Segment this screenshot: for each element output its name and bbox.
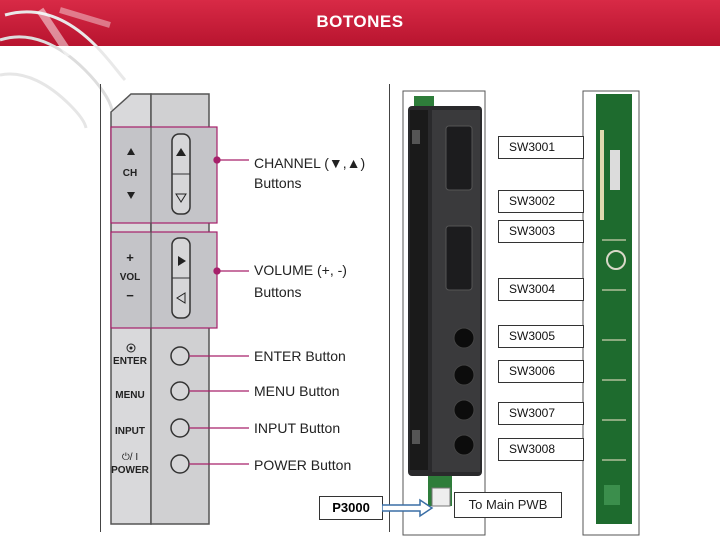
header-bar <box>0 0 720 46</box>
page-title: BOTONES <box>316 12 404 31</box>
vol-minus-label: − <box>126 288 134 303</box>
connector-arrow <box>382 498 434 518</box>
logo-swoosh <box>0 7 127 129</box>
switch-label-sw3006: SW3006 <box>498 360 584 383</box>
connector-label: P3000 <box>319 496 383 520</box>
switch-label-sw3003: SW3003 <box>498 220 584 243</box>
channel-callout-line2: Buttons <box>254 175 302 191</box>
switch-label-sw3001: SW3001 <box>498 136 584 159</box>
remote-panel-drawing <box>110 93 249 525</box>
to-main-pwb-label: To Main PWB <box>454 492 562 518</box>
vol-plus-label: + <box>126 250 134 265</box>
power-label: POWER <box>111 465 149 476</box>
ch-label: CH <box>122 168 138 179</box>
power-symbol-label: ⏻/ I <box>121 452 139 463</box>
switch-label-sw3008: SW3008 <box>498 438 584 461</box>
switch-label-sw3002: SW3002 <box>498 190 584 213</box>
enter-callout: ENTER Button <box>254 348 346 364</box>
menu-callout: MENU Button <box>254 383 340 399</box>
enter-label: ENTER <box>113 356 147 367</box>
volume-callout-line1: VOLUME (+, -) <box>254 262 347 278</box>
keypad-pcb-back <box>582 90 640 536</box>
input-label: INPUT <box>115 426 145 437</box>
keypad-board-front <box>402 90 486 536</box>
input-callout: INPUT Button <box>254 420 341 436</box>
switch-label-sw3007: SW3007 <box>498 402 584 425</box>
menu-label: MENU <box>115 390 145 401</box>
remote-panel-frame <box>100 84 390 532</box>
power-callout: POWER Button <box>254 457 352 473</box>
volume-callout-line2: Buttons <box>254 284 302 300</box>
vol-label: VOL <box>119 272 141 283</box>
switch-label-sw3004: SW3004 <box>498 278 584 301</box>
channel-callout-line1: CHANNEL (▼,▲) <box>254 155 366 171</box>
switch-label-sw3005: SW3005 <box>498 325 584 348</box>
